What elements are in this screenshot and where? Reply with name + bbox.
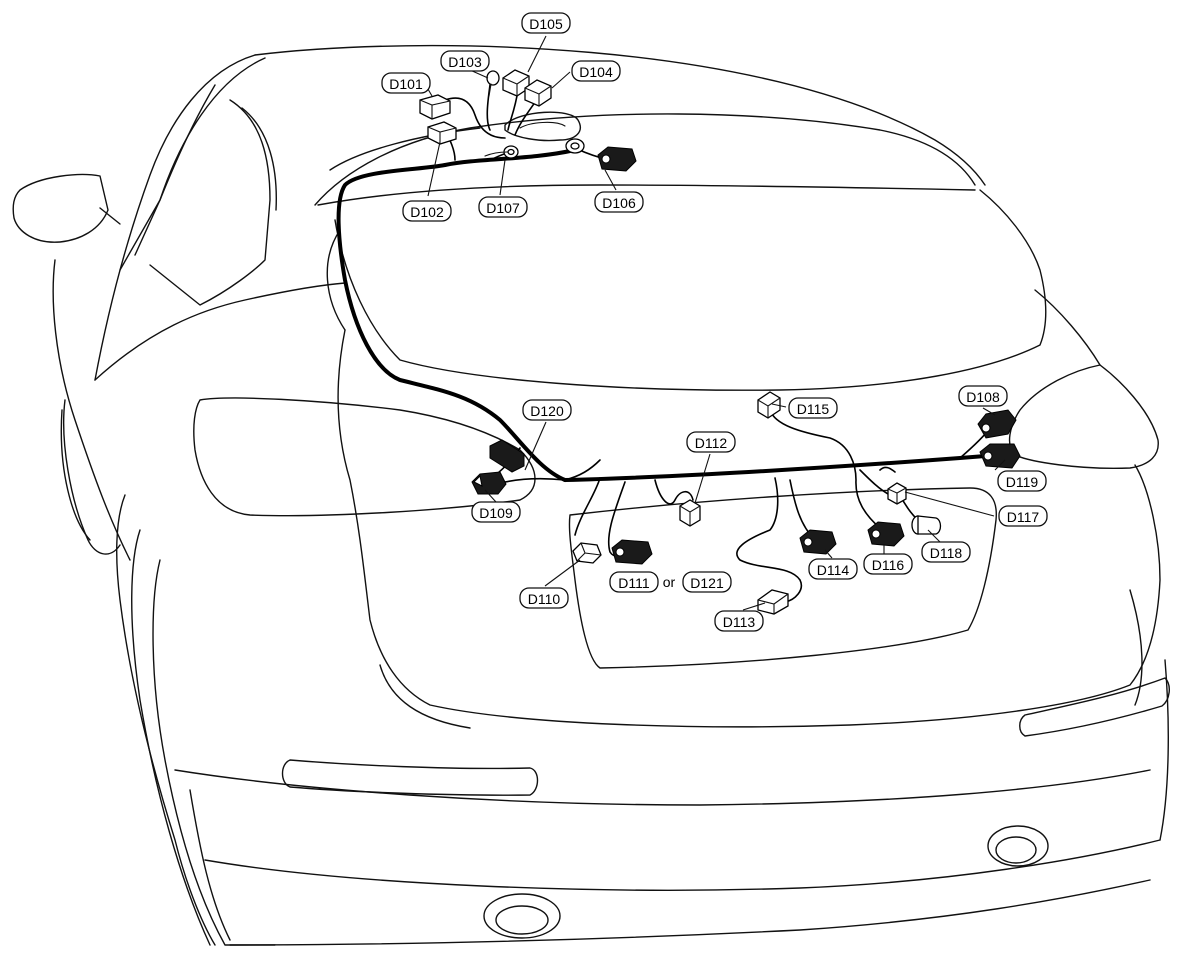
connector-d109-icon (471, 471, 507, 495)
connector-label-d117: D117 (998, 505, 1048, 527)
connector-d117-icon (887, 482, 907, 505)
connector-d102-icon (427, 121, 457, 145)
label-box (714, 610, 764, 632)
label-text: D110 (528, 591, 561, 607)
connector-d110-icon (572, 542, 602, 564)
label-box (402, 200, 452, 222)
label-text: D114 (817, 562, 850, 578)
label-box (522, 399, 572, 421)
label-text: D118 (930, 545, 963, 561)
connector-label-d120: D120 (522, 399, 572, 421)
connector-d101-icon (419, 94, 451, 120)
connector-label-d107: D107 (478, 196, 528, 218)
label-text: D104 (579, 64, 613, 80)
connector-icons (419, 69, 1021, 615)
label-text: D102 (410, 204, 444, 220)
label-box (958, 385, 1008, 407)
connector-d112-icon (679, 499, 701, 527)
connector-d120-icon (489, 439, 525, 473)
label-box (863, 553, 913, 575)
connector-label-d102: D102 (402, 200, 452, 222)
label-text: D116 (872, 557, 905, 573)
label-box (609, 571, 659, 593)
connector-label-d113: D113 (714, 610, 764, 632)
connector-d107-icon (484, 145, 519, 159)
connector-label-d112: D112 (686, 431, 736, 453)
label-box (571, 60, 621, 82)
or-conjunction: or (663, 574, 676, 590)
connector-d108-icon (977, 409, 1017, 439)
label-text: D113 (723, 614, 756, 630)
label-box (682, 571, 732, 593)
label-box (594, 191, 644, 213)
connector-label-d115: D115 (788, 397, 838, 419)
connector-label-d104: D104 (571, 60, 621, 82)
connector-label-d109: D109 (471, 501, 521, 523)
label-box (478, 196, 528, 218)
connector-d104-icon (524, 79, 552, 107)
connector-d116-icon (867, 521, 905, 547)
label-text: D107 (486, 200, 520, 216)
label-text: D119 (1006, 474, 1039, 490)
label-box (788, 397, 838, 419)
connector-label-d118: D118 (921, 541, 971, 563)
grommet-icon (565, 138, 585, 154)
label-text: D106 (602, 195, 636, 211)
label-text: D117 (1007, 509, 1040, 525)
connector-d114-icon (799, 529, 837, 555)
vehicle-outline (12, 44, 1170, 946)
label-box (519, 587, 569, 609)
connector-label-d110: D110 (519, 587, 569, 609)
label-text: D120 (530, 403, 564, 419)
connector-d113-icon (757, 589, 789, 615)
label-box (521, 12, 571, 34)
label-text: D109 (479, 505, 513, 521)
connector-d106-icon (597, 146, 637, 172)
label-text: D101 (389, 76, 423, 92)
label-text: D121 (690, 575, 724, 591)
label-text: D105 (529, 16, 563, 32)
connector-d105-icon (502, 69, 530, 97)
label-box (686, 431, 736, 453)
connector-label-d103: D103 (440, 50, 490, 72)
connector-d118-icon (911, 515, 942, 535)
label-box (381, 72, 431, 94)
connector-label-d116: D116 (863, 553, 913, 575)
label-box (471, 501, 521, 523)
label-text: D112 (695, 435, 728, 451)
leader-lines (424, 35, 1006, 611)
connector-d119-icon (979, 443, 1021, 469)
label-box (997, 470, 1047, 492)
connector-label-d105: D105 (521, 12, 571, 34)
connector-label-d108: D108 (958, 385, 1008, 407)
label-text: D103 (448, 54, 482, 70)
connector-label-d114: D114 (808, 558, 858, 580)
connector-d111-icon (611, 539, 653, 565)
label-box (808, 558, 858, 580)
connector-label-d119: D119 (997, 470, 1047, 492)
label-box (921, 541, 971, 563)
label-box (998, 505, 1048, 527)
connector-label-d101: D101 (381, 72, 431, 94)
connector-d115-icon (757, 391, 781, 419)
label-text: D111 (618, 575, 650, 591)
label-text: D108 (966, 389, 1000, 405)
connector-label-d111: D111 (609, 571, 659, 593)
connector-label-d121: D121 (682, 571, 732, 593)
label-text: D115 (797, 401, 830, 417)
connector-label-d106: D106 (594, 191, 644, 213)
label-box (440, 50, 490, 72)
